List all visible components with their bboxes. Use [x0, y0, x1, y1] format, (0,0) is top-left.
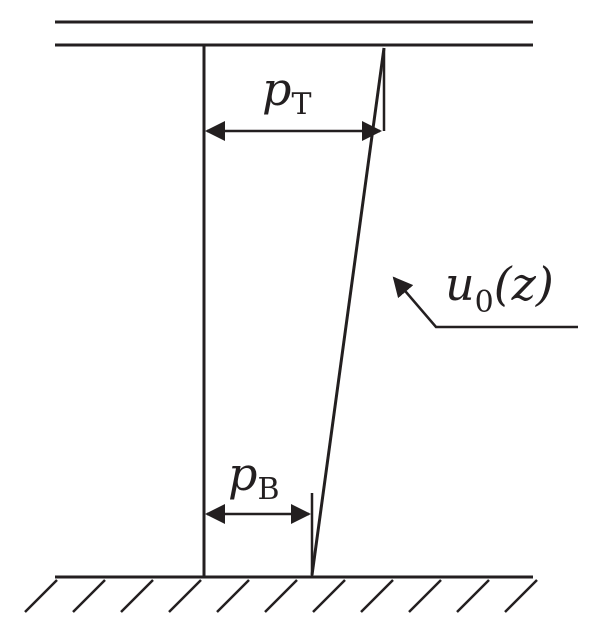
hatch-line	[312, 579, 346, 613]
displacement-label: u0(z)	[445, 257, 554, 320]
ground-support	[24, 575, 538, 613]
hatch-line	[216, 579, 250, 613]
hatch-line	[24, 579, 58, 613]
top-slab	[55, 20, 533, 47]
hatch-line	[120, 579, 154, 613]
hatch-line	[168, 579, 202, 613]
bottom-pressure-symbol: p	[228, 447, 257, 501]
hatch-line	[456, 579, 490, 613]
hatch-line	[408, 579, 442, 613]
displacement-argument: (z)	[494, 257, 554, 311]
top-pressure-subscript: T	[291, 87, 311, 122]
top-pressure-label: pT	[262, 62, 311, 122]
ground-hatching	[24, 579, 538, 613]
hatch-line	[504, 579, 538, 613]
hatch-line	[264, 579, 298, 613]
displacement-profile-line	[310, 47, 386, 576]
displacement-symbol: u	[445, 257, 475, 311]
top-pressure-symbol: p	[262, 62, 291, 116]
displacement-leader-arrow	[392, 276, 578, 329]
bottom-pressure-label: pB	[228, 447, 280, 507]
hatch-line	[360, 579, 394, 613]
hatch-line	[72, 579, 106, 613]
bottom-pressure-subscript: B	[257, 472, 279, 507]
displacement-subscript: 0	[475, 285, 494, 320]
